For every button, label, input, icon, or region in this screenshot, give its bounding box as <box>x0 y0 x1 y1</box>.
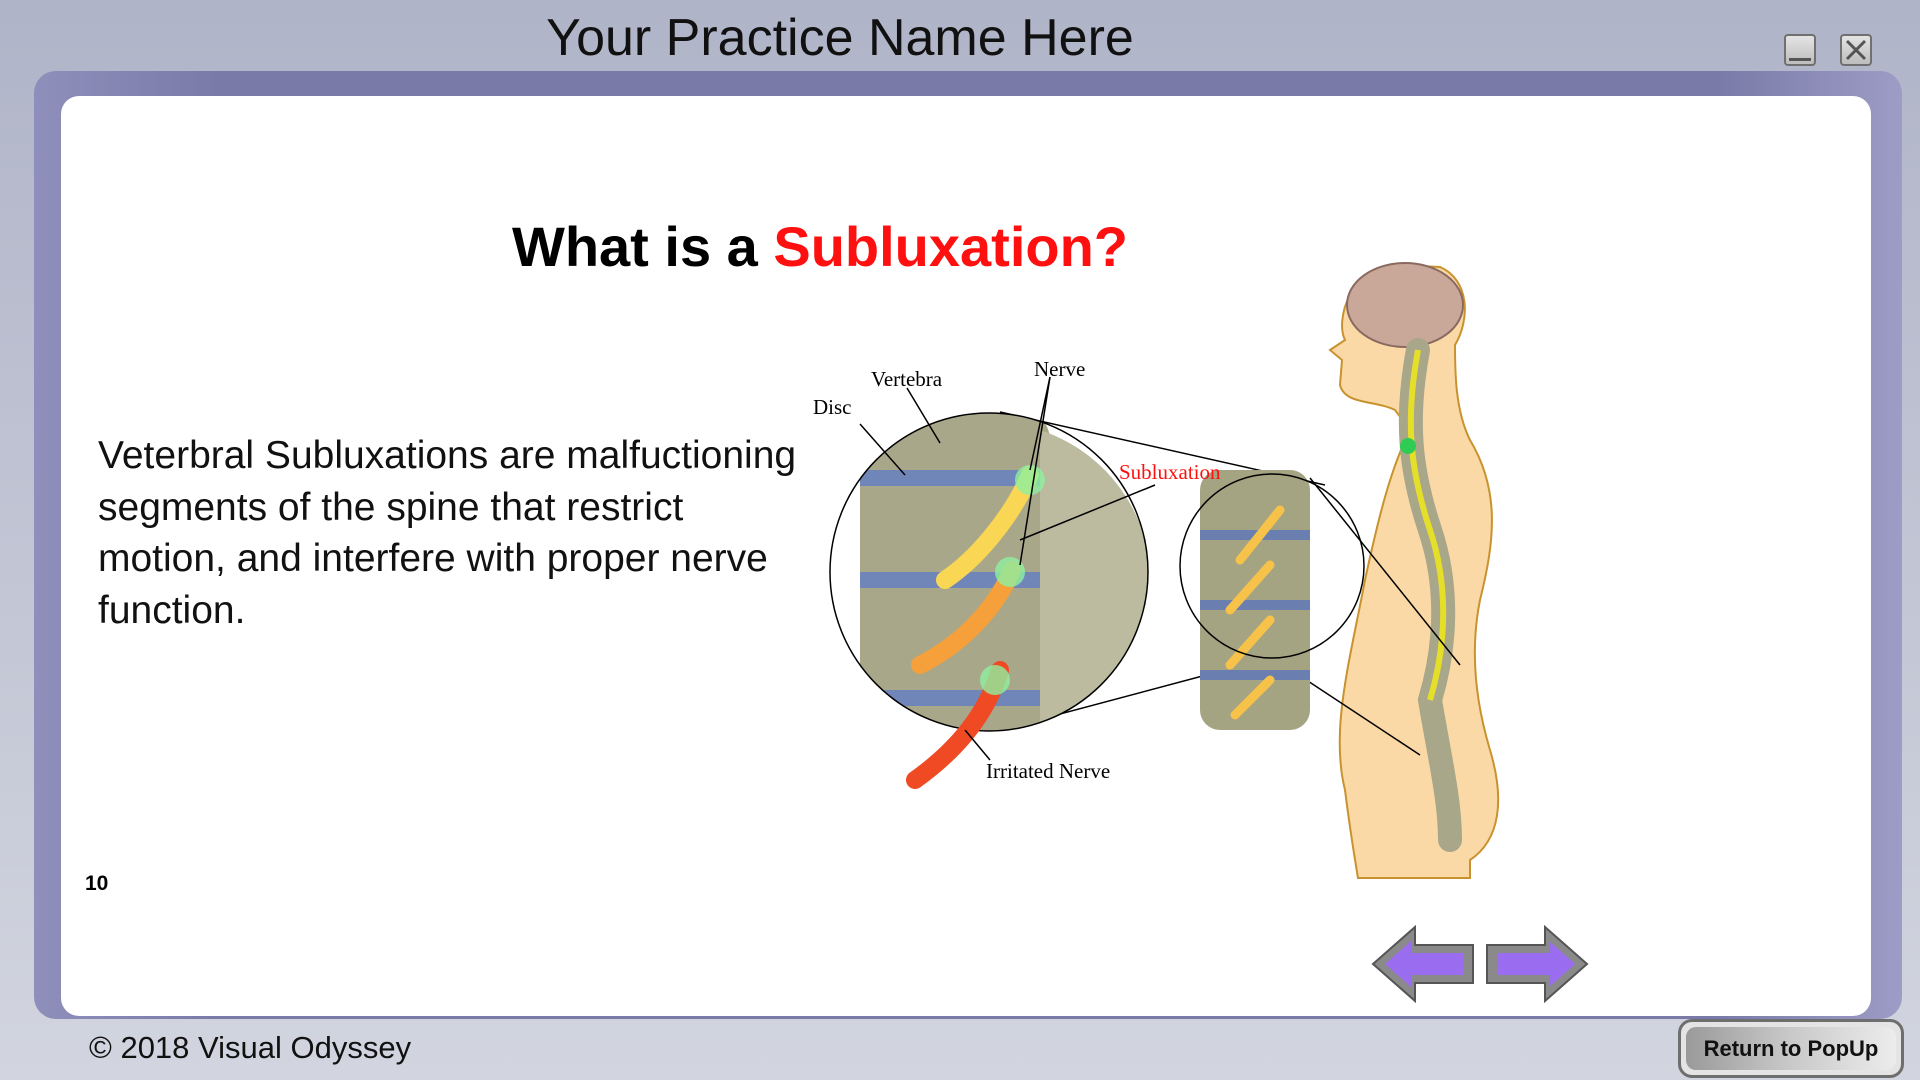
spinal-cord <box>1407 349 1447 701</box>
body-silhouette <box>1328 263 1500 879</box>
label-nerve: Nerve <box>1034 357 1085 381</box>
close-icon <box>1845 39 1867 61</box>
label-irritated-nerve: Irritated Nerve <box>986 759 1110 783</box>
next-arrow-button[interactable] <box>1485 925 1589 1003</box>
copyright: © 2018 Visual Odyssey <box>89 1030 412 1065</box>
minimize-button[interactable] <box>1784 34 1816 66</box>
app-title: Your Practice Name Here <box>546 9 1134 67</box>
slide-heading: What is a Subluxation? <box>0 214 1640 279</box>
page-number: 10 <box>85 872 109 895</box>
previous-arrow-button[interactable] <box>1371 925 1475 1003</box>
label-disc: Disc <box>813 395 852 419</box>
label-subluxation: Subluxation <box>1119 460 1221 484</box>
label-vertebra: Vertebra <box>871 367 943 391</box>
return-to-popup-button[interactable]: Return to PopUp <box>1678 1019 1904 1078</box>
heading-prefix: What is a <box>511 215 774 278</box>
return-button-label: Return to PopUp <box>1686 1027 1896 1070</box>
close-button[interactable] <box>1840 34 1872 66</box>
slide-body-text: Veterbral Subluxations are malfuctioning… <box>98 434 797 632</box>
brain <box>1346 262 1464 348</box>
subluxation-marker <box>1400 438 1416 454</box>
heading-highlight: Subluxation? <box>773 215 1129 278</box>
spine-segment-medium <box>1200 470 1310 730</box>
